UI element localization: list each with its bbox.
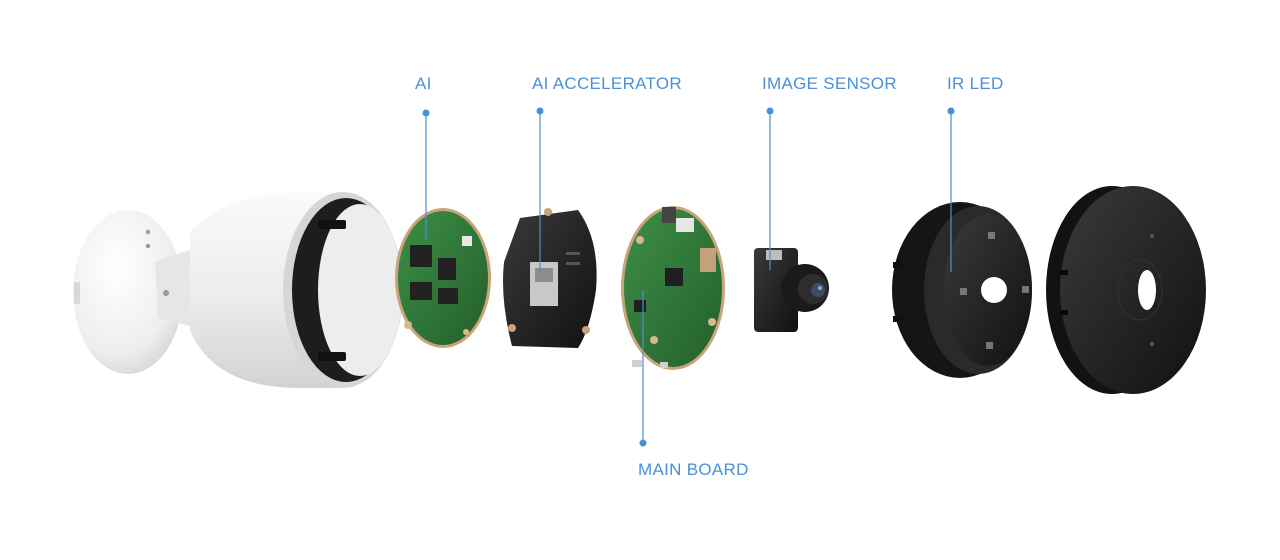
main-board-leader [639,290,647,447]
housing-icon [73,192,403,388]
callout-image-sensor: IMAGE SENSOR [762,74,897,93]
main-board-icon [621,206,725,370]
ir-led-leader [947,107,955,272]
ai-accelerator-board-icon [503,208,597,348]
callout-ai: AI [415,74,432,93]
ai-accelerator-leader [536,107,544,272]
callout-ir-led: IR LED [947,74,1004,93]
image-sensor-module-icon [754,248,829,332]
callout-ai-accelerator: AI ACCELERATOR [532,74,683,93]
ai-leader [422,109,430,240]
front-cover-icon [1046,186,1206,394]
image-sensor-leader [766,107,774,270]
callout-main-board: MAIN BOARD [638,460,749,479]
ai-board-icon [395,208,491,348]
ir-led-ring-icon [892,202,1032,378]
